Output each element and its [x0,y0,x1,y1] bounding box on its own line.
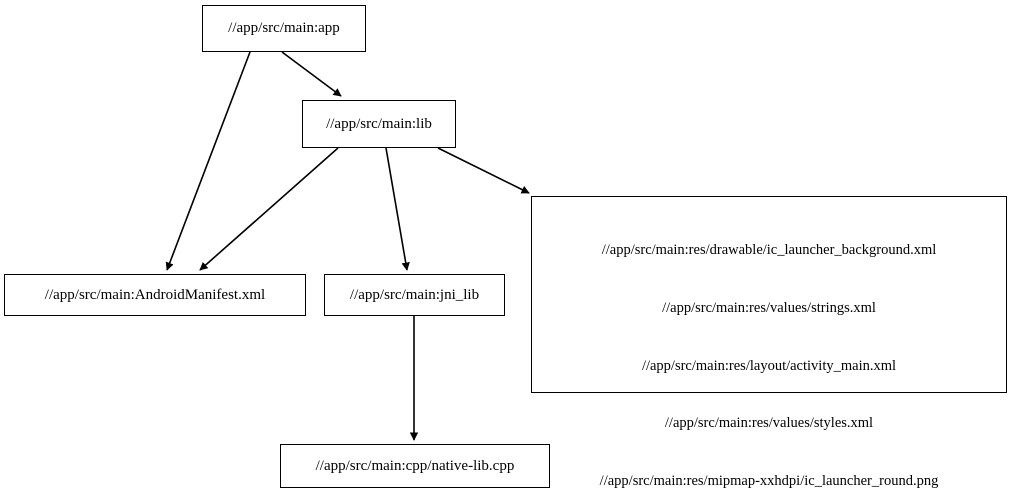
node-app-label: //app/src/main:app [228,20,340,36]
node-android-manifest-label: //app/src/main:AndroidManifest.xml [44,286,266,303]
node-native-lib-cpp-label: //app/src/main:cpp/native-lib.cpp [315,457,515,474]
node-jni-lib-label: //app/src/main:jni_lib [349,286,480,303]
node-res-line: //app/src/main:res/values/styles.xml [664,415,874,432]
node-lib[interactable]: //app/src/main:lib [302,100,456,148]
node-android-manifest[interactable]: //app/src/main:AndroidManifest.xml [4,274,306,316]
node-native-lib-cpp[interactable]: //app/src/main:cpp/native-lib.cpp [280,444,550,488]
edge-lib-to-jni [385,147,410,271]
edge-app-to-lib [281,51,342,97]
edge-app-to-manifest [165,51,251,271]
node-res-line: //app/src/main:res/mipmap-xxhdpi/ic_laun… [599,472,939,489]
edge-lib-to-manifest [199,147,339,271]
edge-lib-to-res [437,147,530,194]
node-jni-lib[interactable]: //app/src/main:jni_lib [324,274,505,316]
node-res-line: //app/src/main:res/drawable/ic_launcher_… [601,242,937,259]
node-res-group[interactable]: //app/src/main:res/drawable/ic_launcher_… [531,196,1007,489]
node-app[interactable]: //app/src/main:app [202,5,366,52]
node-res-line: //app/src/main:res/layout/activity_main.… [641,357,897,374]
node-lib-label: //app/src/main:lib [326,115,432,132]
node-res-line: //app/src/main:res/values/strings.xml [662,300,876,317]
